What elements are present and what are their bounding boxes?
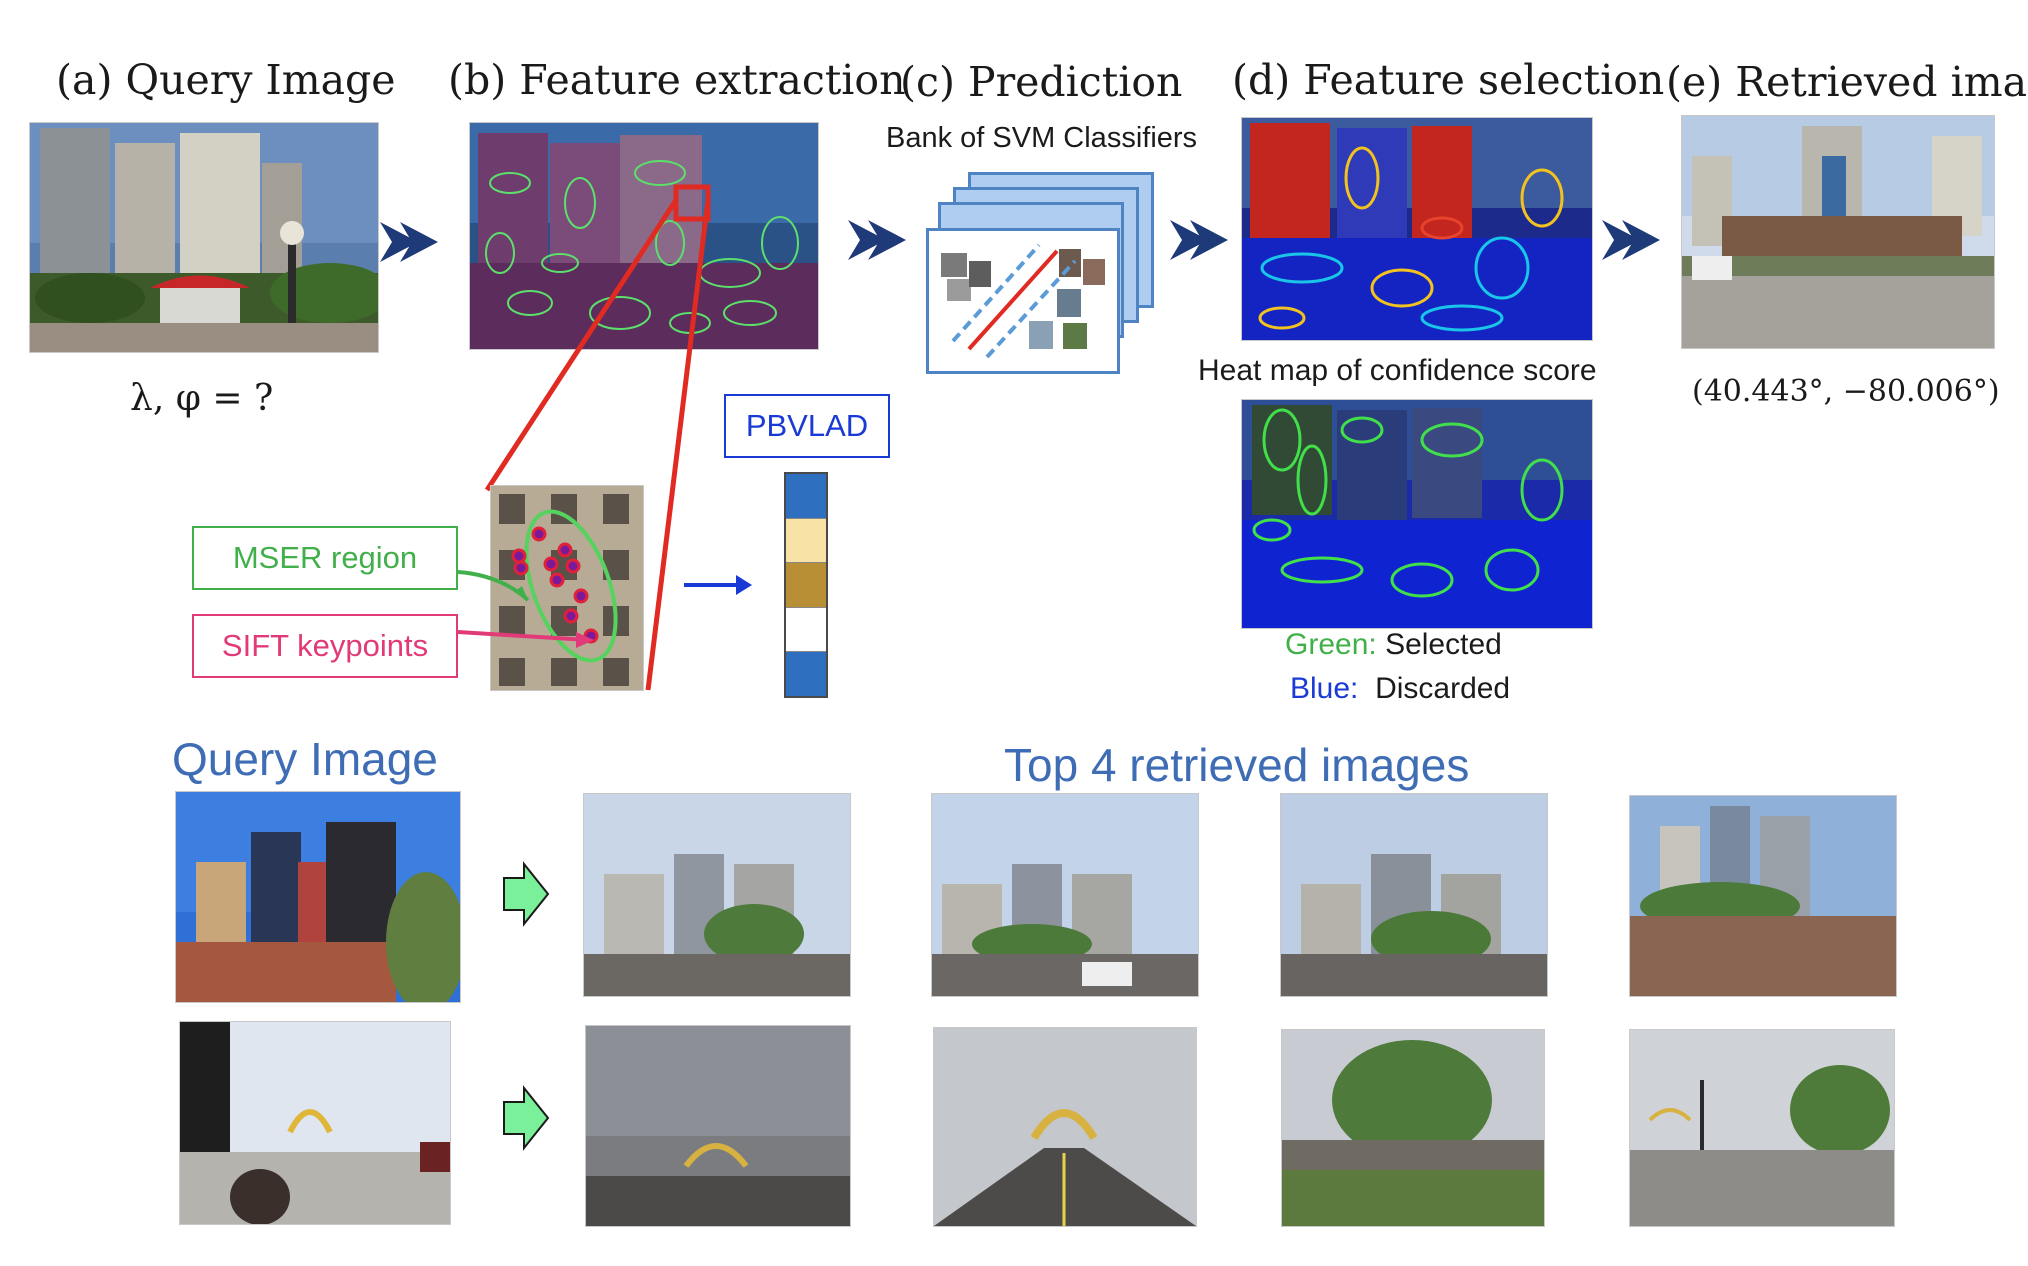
arrow-b-to-c-icon xyxy=(848,220,906,260)
heatmap-caption: Heat map of confidence score xyxy=(1198,354,1597,387)
arrow-d-to-e-icon xyxy=(1602,220,1660,260)
sift-keypoints-label: SIFT keypoints xyxy=(192,614,458,678)
pbvlad-cell xyxy=(786,651,826,696)
pbvlad-cell xyxy=(786,474,826,518)
pbvlad-cell xyxy=(786,562,826,607)
pbvlad-vector xyxy=(784,472,828,698)
zoom-patch-photo xyxy=(491,486,643,690)
row2-result-1-photo xyxy=(586,1026,850,1226)
row1-result-4-photo xyxy=(1630,796,1896,996)
legend-blue: Blue: Discarded xyxy=(1290,672,1510,706)
retrieved-coords: (40.443°, −80.006°) xyxy=(1692,374,2000,409)
legend-blue-desc: Discarded xyxy=(1375,672,1511,705)
step-c-title: (c) Prediction xyxy=(900,58,1183,106)
pbvlad-label: PBVLAD xyxy=(724,394,890,458)
row2-result-3-photo xyxy=(1282,1030,1544,1226)
row2-result-4-photo xyxy=(1630,1030,1894,1226)
legend-green-desc: Selected xyxy=(1385,628,1502,661)
row1-query-photo xyxy=(176,792,460,1002)
bottom-query-title: Query Image xyxy=(172,733,438,785)
step-a-title: (a) Query Image xyxy=(56,56,396,104)
to-descriptor-arrow-icon xyxy=(684,575,752,595)
retrieved-image-photo xyxy=(1682,116,1994,348)
selected-features-photo xyxy=(1242,400,1592,628)
query-formula: λ, φ = ? xyxy=(130,378,274,419)
pbvlad-cell xyxy=(786,517,826,563)
legend-blue-word: Blue: xyxy=(1290,672,1359,705)
row1-green-arrow-icon xyxy=(503,861,550,927)
step-b-title: (b) Feature extraction xyxy=(448,56,906,104)
legend-green: Green: Selected xyxy=(1285,628,1502,662)
row1-result-2-photo xyxy=(932,794,1198,996)
pbvlad-cell xyxy=(786,606,826,652)
step-e-title: (e) Retrieved image xyxy=(1666,58,2028,106)
bottom-top4-title: Top 4 retrieved images xyxy=(1004,739,1470,791)
mser-region-label: MSER region xyxy=(192,526,458,590)
legend-green-word: Green: xyxy=(1285,628,1377,661)
step-d-title: (d) Feature selection xyxy=(1232,56,1665,104)
row2-query-photo xyxy=(180,1022,450,1224)
arrow-a-to-b-icon xyxy=(380,222,438,262)
feature-extraction-photo xyxy=(470,123,818,349)
row2-result-2-photo xyxy=(934,1028,1196,1226)
svm-bank-label: Bank of SVM Classifiers xyxy=(886,122,1198,154)
query-image-photo xyxy=(30,123,378,352)
row1-result-1-photo xyxy=(584,794,850,996)
row1-result-3-photo xyxy=(1281,794,1547,996)
heatmap-photo xyxy=(1242,118,1592,340)
arrow-c-to-d-icon xyxy=(1170,220,1228,260)
svm-classifier-illustration xyxy=(941,243,1105,359)
svm-classifier-card xyxy=(926,228,1120,374)
row2-green-arrow-icon xyxy=(503,1085,550,1151)
